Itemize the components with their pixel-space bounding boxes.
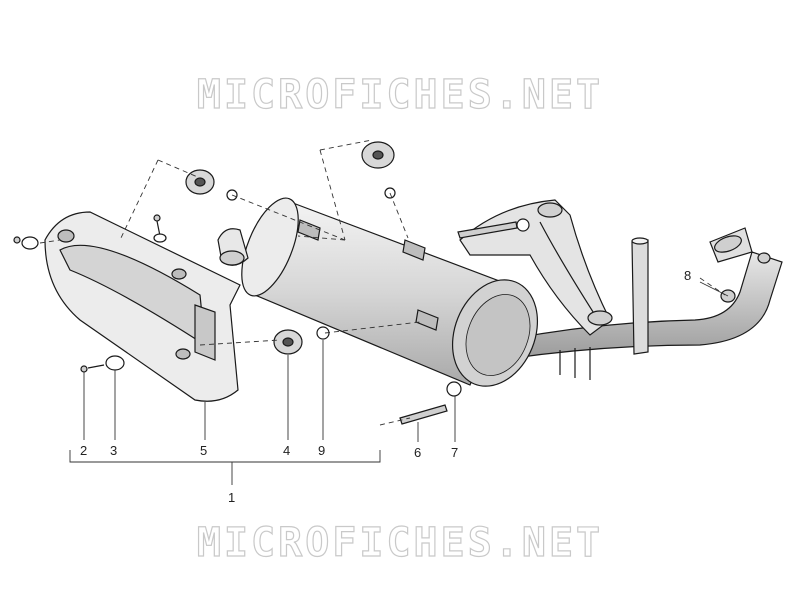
guide-lines [39, 139, 726, 426]
callout-6: 6 [414, 445, 422, 460]
fasteners [13, 214, 771, 425]
callout-7: 7 [451, 445, 459, 460]
callout-9: 9 [318, 443, 326, 458]
callout-4: 4 [283, 443, 291, 458]
head-pipe [499, 227, 783, 380]
mounting-bracket [459, 199, 613, 336]
heat-shield [44, 211, 241, 402]
callout-2: 2 [80, 443, 88, 458]
watermark-bottom: MICROFICHES.NET [196, 519, 604, 566]
callout-1: 1 [228, 490, 236, 505]
muffler-canister [217, 197, 539, 387]
callout-8: 8 [684, 268, 692, 283]
callout-5: 5 [200, 443, 208, 458]
grommets [185, 141, 396, 355]
callout-3: 3 [110, 443, 118, 458]
watermark-top: MICROFICHES.NET [196, 71, 604, 118]
vertical-tube [631, 237, 649, 355]
leader-lines [69, 281, 729, 485]
